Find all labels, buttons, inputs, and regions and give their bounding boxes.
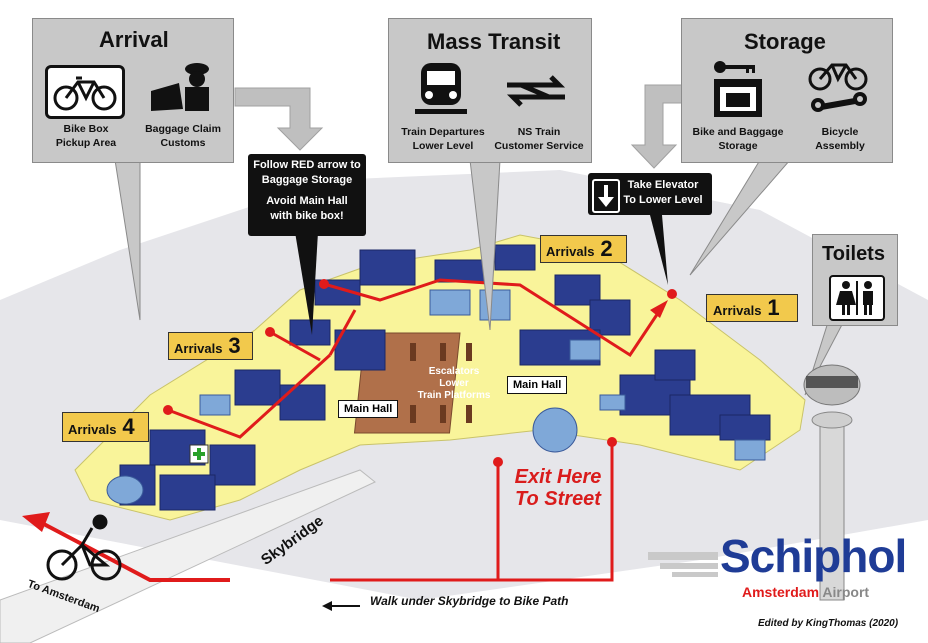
down-arrow-icon: [592, 179, 620, 213]
arrivals-2-label: Arrivals 2: [540, 235, 627, 263]
caption-line: Lower Level: [412, 140, 474, 152]
elevator-pointer: [650, 215, 668, 285]
train-icon: [411, 61, 471, 119]
caption-line: Pickup Area: [55, 137, 117, 149]
note-line: Baggage Storage: [261, 174, 353, 186]
ns-service-caption: NS Train Customer Service: [489, 125, 589, 153]
arrivals-number: 1: [767, 295, 780, 320]
bike-storage-caption: Bike and Baggage Storage: [686, 125, 790, 153]
light-blocks: [106, 289, 766, 505]
walk-note: Walk under Skybridge to Bike Path: [370, 594, 569, 608]
logo-sub-red: Amsterdam: [742, 584, 820, 600]
customs-officer-icon: [145, 59, 219, 115]
logo-stripes: [648, 552, 718, 577]
control-tower: [803, 364, 861, 601]
buildings: [119, 244, 771, 511]
ns-logo-icon: [501, 71, 571, 111]
cyclist-icon: [46, 514, 122, 581]
escalators-label: Escalators Lower Train Platforms: [412, 366, 496, 402]
arrivals-1-label: Arrivals 1: [706, 294, 798, 322]
schiphol-logo: Schiphol Amsterdam Airport: [720, 530, 920, 610]
storage-title: Storage: [744, 29, 826, 54]
arrivals-number: 4: [122, 414, 135, 439]
note-line: Follow RED arrow to: [253, 159, 361, 171]
arrivals-text: Arrivals: [68, 422, 117, 437]
caption-line: Bike and Baggage: [692, 126, 784, 138]
escalators-line: Escalators: [428, 366, 480, 377]
caption-line: Customs: [160, 137, 206, 149]
escalators-line: Lower: [439, 378, 469, 389]
caption-line: Train Departures: [401, 126, 485, 138]
main-hall-label: Main Hall: [507, 376, 568, 394]
arrivals-text: Arrivals: [546, 244, 595, 259]
arrival-callout: Arrival Bike Box Pickup Area Baggage Cla…: [32, 18, 234, 163]
arrivals-3-label: Arrivals 3: [168, 332, 253, 360]
note-pointer: [295, 232, 318, 335]
caption-line: Assembly: [815, 140, 865, 152]
credit-text: Edited by KingThomas (2020): [758, 618, 899, 629]
logo-name: Schiphol: [720, 530, 907, 582]
bicycle-assembly-caption: Bicycle Assembly: [792, 125, 888, 153]
caption-line: Bike Box: [63, 123, 109, 135]
red-route: [39, 278, 662, 582]
escalators-line: Train Platforms: [417, 390, 491, 401]
note-line: Avoid Main Hall: [266, 195, 348, 207]
arrivals-number: 2: [600, 236, 613, 261]
logo-sub-gray: Airport: [822, 584, 870, 600]
note-line: To Lower Level: [623, 194, 703, 206]
note-line: with bike box!: [270, 210, 344, 222]
to-amsterdam-arrowhead: [22, 512, 50, 532]
caption-line: Storage: [718, 140, 758, 152]
arrivals-text: Arrivals: [713, 303, 762, 318]
exit-here-label: Exit Here To Street: [508, 466, 608, 510]
exit-line: Exit Here: [514, 466, 602, 488]
route-arrowhead: [650, 300, 668, 318]
toilets-icon: [829, 275, 885, 321]
elevator-note: Take Elevator To Lower Level: [588, 173, 712, 215]
skybridge-road: [0, 469, 376, 643]
walk-note-arrow-icon: [322, 598, 360, 616]
follow-red-note: Follow RED arrow to Baggage Storage Avoi…: [248, 154, 366, 236]
toilets-title: Toilets: [822, 243, 885, 265]
caption-line: Bicycle: [821, 126, 859, 138]
route-dots: [163, 279, 677, 467]
bike-box-caption: Bike Box Pickup Area: [41, 122, 131, 150]
main-hall-label: Main Hall: [338, 400, 399, 418]
caption-line: Customer Service: [494, 140, 584, 152]
first-aid-icon: [189, 444, 209, 464]
mass-transit-title: Mass Transit: [427, 29, 561, 54]
bicycle-icon: [45, 65, 125, 119]
caption-line: Baggage Claim: [145, 123, 221, 135]
train-departures-caption: Train Departures Lower Level: [393, 125, 493, 153]
luggage-locker-icon: [708, 57, 768, 119]
toilets-callout: Toilets: [812, 234, 898, 326]
exit-line: To Street: [515, 488, 601, 510]
arrivals-number: 3: [228, 333, 241, 358]
arrival-title: Arrival: [99, 27, 169, 52]
baggage-claim-caption: Baggage Claim Customs: [137, 122, 229, 150]
arrivals-4-label: Arrivals 4: [62, 412, 149, 442]
logo-subtitle: Amsterdam Airport: [742, 584, 869, 600]
mass-transit-callout: Mass Transit Train Departures Lower Leve…: [388, 18, 592, 163]
gray-arrows: [234, 84, 686, 169]
note-line: Take Elevator: [627, 179, 699, 191]
arrivals-text: Arrivals: [174, 341, 223, 356]
caption-line: NS Train: [517, 126, 561, 138]
storage-callout: Storage Bike and Baggage Storage Bicycle…: [681, 18, 893, 163]
bicycle-assembly-icon: [806, 57, 872, 121]
